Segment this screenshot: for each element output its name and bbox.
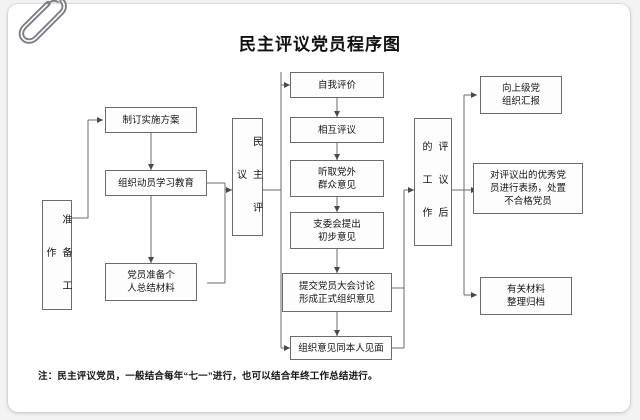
node-commend-and-handle: 对评议出的优秀党 员进行表扬，处置 不合格党员 — [473, 163, 583, 214]
node-mobilize-study: 组织动员学习教育 — [105, 170, 207, 196]
footnote: 注：民主评议党员，一般结合每年“七一”进行，也可以结合年终工作总结进行。 — [38, 371, 378, 382]
node-report-upper-party: 向上级党 组织汇报 — [480, 76, 562, 114]
node-member-summary: 党员准备个 人总结材料 — [105, 263, 197, 301]
node-listen-nonparty-opinions: 听取党外 群众意见 — [290, 160, 384, 197]
node-draft-plan: 制订实施方案 — [105, 107, 197, 133]
page-title: 民主评议党员程序图 — [239, 35, 401, 54]
node-archive-materials: 有关材料 整理归档 — [480, 277, 572, 315]
stage-democratic-appraisal: 民 主 评 议 — [232, 118, 263, 236]
node-branch-committee-opinion: 支委会提出 初步意见 — [290, 212, 384, 249]
node-self-evaluation: 自我评价 — [290, 72, 384, 98]
node-opinion-meet-person: 组织意见同本人见面 — [290, 336, 392, 360]
stage-post-appraisal-work: 评 议 后 的 工 作 — [414, 118, 452, 246]
node-party-congress-discussion: 提交党员大会讨论 形成正式组织意见 — [282, 273, 392, 312]
stage-preparation: 准 备 工 作 — [42, 200, 72, 310]
node-mutual-appraisal: 相互评议 — [290, 117, 384, 143]
